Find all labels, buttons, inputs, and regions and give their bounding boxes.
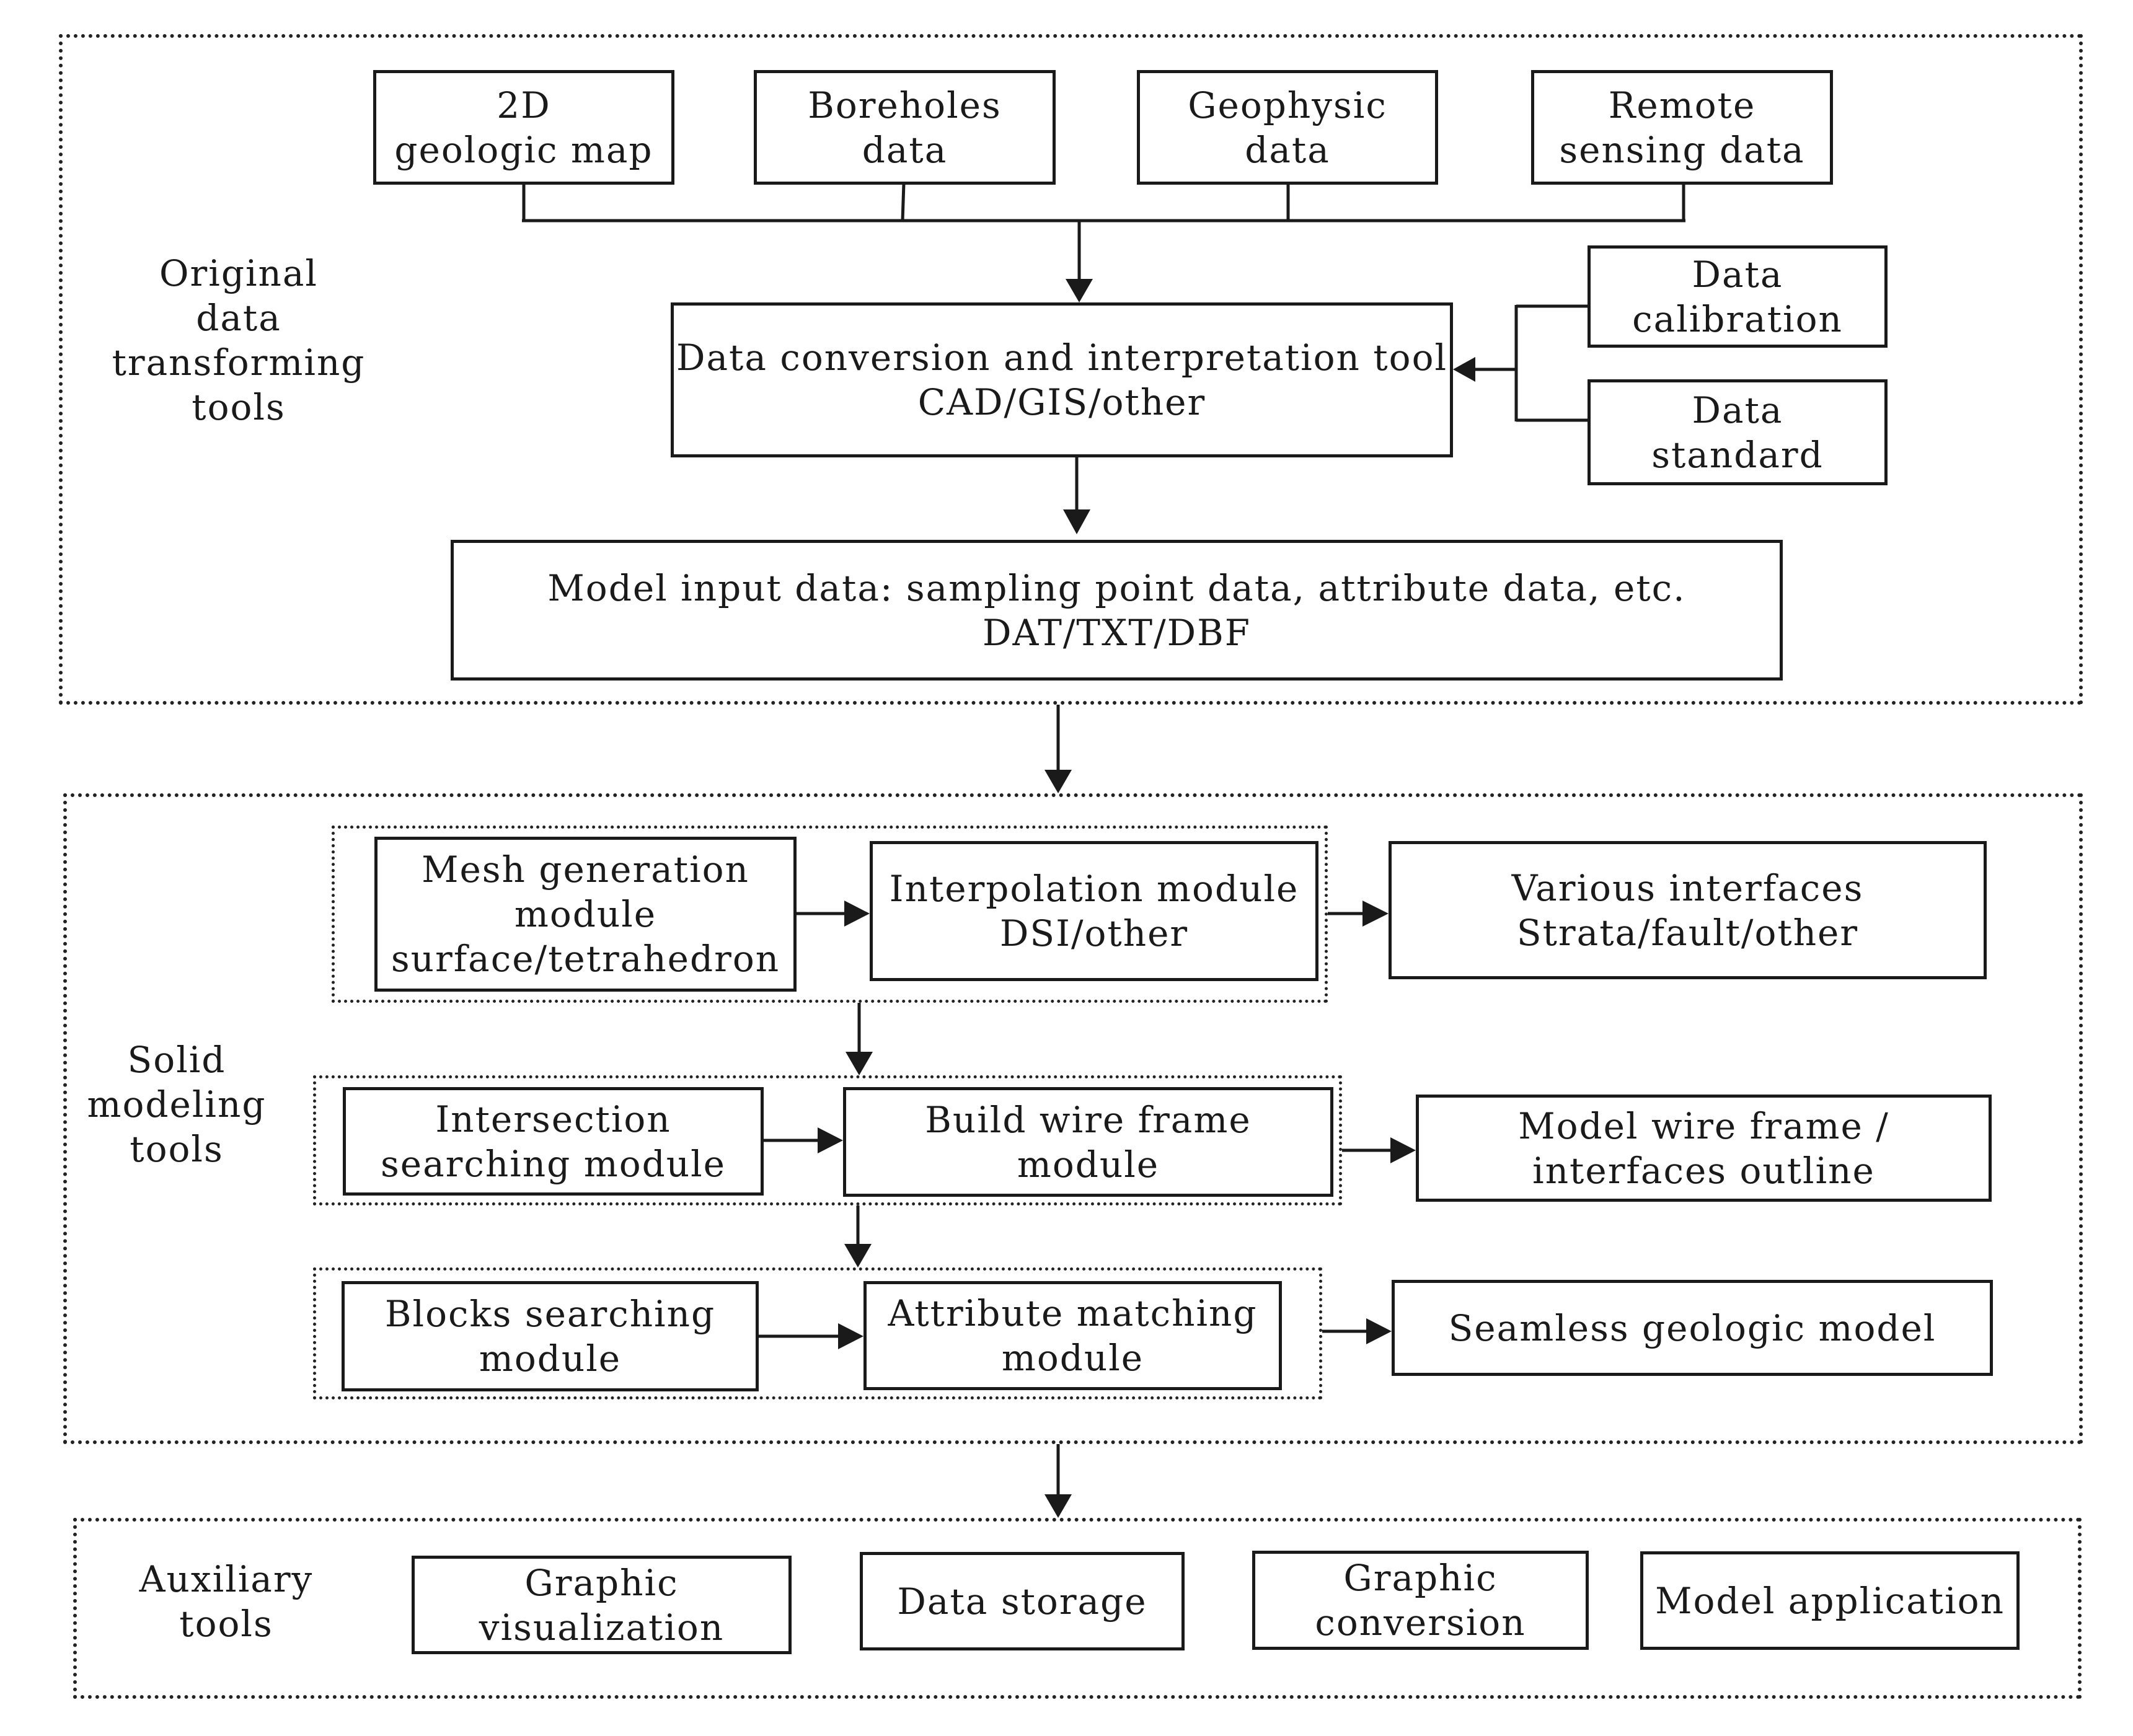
intersection-searching-module: Intersection searching module: [343, 1087, 764, 1196]
box-text-line: searching module: [381, 1142, 726, 1185]
box-text-line: Graphic: [1343, 1557, 1498, 1599]
label-line: Solid: [127, 1039, 226, 1081]
arrowhead-to-build-wire-frame: [818, 1127, 843, 1153]
box-text-line: Interpolation module: [889, 868, 1299, 910]
box-text-line: Model wire frame /: [1518, 1104, 1889, 1147]
data-calibration: Data calibration: [1588, 245, 1888, 348]
box-text-line: DSI/other: [999, 912, 1189, 954]
box-text-line: CAD/GIS/other: [917, 381, 1206, 423]
solid-modeling-label: Solid modeling tools: [68, 1038, 285, 1171]
box-text-line: Data storage: [897, 1580, 1147, 1623]
mesh-generation-module: Mesh generation module surface/tetrahedr…: [374, 837, 797, 992]
box-text-line: sensing data: [1559, 128, 1805, 171]
arrowhead-to-model-wire-frame: [1390, 1137, 1416, 1163]
intersection-wireframe-group: [313, 1075, 1342, 1205]
box-text-line: Data: [1692, 253, 1783, 296]
label-line: Original: [159, 252, 318, 294]
arrowhead-to-solid-section: [1044, 770, 1072, 793]
box-text-line: Build wire frame: [925, 1098, 1252, 1141]
box-text-line: Seamless geologic model: [1448, 1306, 1936, 1349]
arrowhead-to-group2: [846, 1052, 873, 1075]
box-text-line: calibration: [1632, 297, 1843, 340]
interpolation-module: Interpolation module DSI/other: [870, 841, 1318, 981]
graphic-visualization: Graphic visualization: [412, 1556, 792, 1654]
blocks-attribute-group: [313, 1267, 1322, 1399]
source-boreholes-data: Boreholes data: [754, 70, 1056, 185]
source-geophysic-data: Geophysic data: [1137, 70, 1438, 185]
box-text-line: Model input data: sampling point data, a…: [547, 566, 1686, 609]
build-wire-frame-module: Build wire frame module: [843, 1087, 1333, 1197]
auxiliary-tools-label: Auxiliary tools: [115, 1557, 338, 1646]
various-interfaces: Various interfaces Strata/fault/other: [1389, 841, 1987, 979]
arrowhead-to-conversion: [1066, 279, 1093, 302]
box-text-line: Data: [1692, 389, 1783, 431]
model-wire-frame-outline: Model wire frame / interfaces outline: [1416, 1095, 1992, 1202]
arrowhead-to-auxiliary-section: [1044, 1494, 1072, 1518]
arrowhead-to-group3: [844, 1244, 872, 1267]
box-text-line: module: [514, 893, 657, 935]
arrowhead-to-interpolation: [844, 901, 870, 927]
box-text-line: Mesh generation: [422, 848, 749, 891]
box-text-line: module: [1017, 1143, 1160, 1186]
model-application: Model application: [1640, 1551, 2020, 1650]
label-line: transforming: [112, 341, 366, 384]
arrowhead-to-conversion-left: [1453, 357, 1475, 382]
box-text-line: Data conversion and interpretation tool: [676, 337, 1448, 379]
box-text-line: Strata/fault/other: [1516, 911, 1859, 954]
box-text-line: 2D: [497, 84, 551, 126]
sources-merge-lines: [522, 183, 1685, 279]
label-line: tools: [179, 1603, 273, 1645]
box-text-line: module: [479, 1337, 622, 1380]
box-text-line: Geophysic: [1188, 84, 1387, 126]
mesh-interpolation-group: [332, 826, 1328, 1003]
model-input-data: Model input data: sampling point data, a…: [451, 540, 1783, 681]
data-standard: Data standard: [1588, 379, 1888, 485]
box-text-line: interfaces outline: [1532, 1149, 1875, 1192]
box-text-line: Boreholes: [808, 84, 1002, 126]
auxiliary-tools-section: [73, 1518, 2082, 1699]
box-text-line: module: [1001, 1337, 1144, 1379]
box-text-line: geologic map: [394, 128, 653, 171]
seamless-geologic-model: Seamless geologic model: [1392, 1280, 1993, 1376]
box-text-line: Blocks searching: [384, 1293, 716, 1335]
box-text-line: surface/tetrahedron: [391, 938, 780, 980]
label-line: tools: [192, 386, 286, 428]
label-line: tools: [130, 1128, 224, 1170]
attribute-matching-module: Attribute matching module: [863, 1281, 1282, 1390]
arrowhead-to-model-input: [1063, 509, 1090, 534]
box-text-line: conversion: [1315, 1602, 1526, 1644]
box-text-line: Graphic: [524, 1561, 679, 1604]
solid-modeling-section: [63, 793, 2083, 1444]
box-text-line: Various interfaces: [1511, 866, 1864, 909]
arrowhead-to-attribute-matching: [838, 1323, 863, 1349]
box-text-line: standard: [1651, 433, 1824, 476]
data-storage: Data storage: [860, 1552, 1185, 1650]
calibration-standard-lines: [1475, 304, 1589, 422]
label-line: data: [196, 297, 281, 339]
graphic-conversion: Graphic conversion: [1252, 1551, 1589, 1650]
label-line: modeling: [87, 1083, 267, 1126]
data-conversion-tool: Data conversion and interpretation tool …: [671, 302, 1453, 457]
blocks-searching-module: Blocks searching module: [342, 1281, 759, 1391]
original-data-section: [59, 34, 2083, 705]
box-text-line: visualization: [479, 1606, 725, 1649]
box-text-line: data: [862, 128, 948, 171]
box-text-line: Model application: [1655, 1579, 2005, 1622]
source-2d-geologic-map: 2D geologic map: [373, 70, 674, 185]
original-data-label: Original data transforming tools: [108, 251, 369, 430]
box-text-line: Attribute matching: [888, 1292, 1258, 1334]
box-text-line: Remote: [1608, 84, 1756, 126]
box-text-line: DAT/TXT/DBF: [982, 611, 1251, 654]
label-line: Auxiliary: [139, 1558, 314, 1600]
arrowhead-to-various-interfaces: [1362, 901, 1389, 927]
source-remote-sensing-data: Remote sensing data: [1531, 70, 1833, 185]
arrowhead-to-seamless-model: [1366, 1318, 1392, 1344]
box-text-line: data: [1245, 128, 1330, 171]
box-text-line: Intersection: [435, 1098, 671, 1140]
